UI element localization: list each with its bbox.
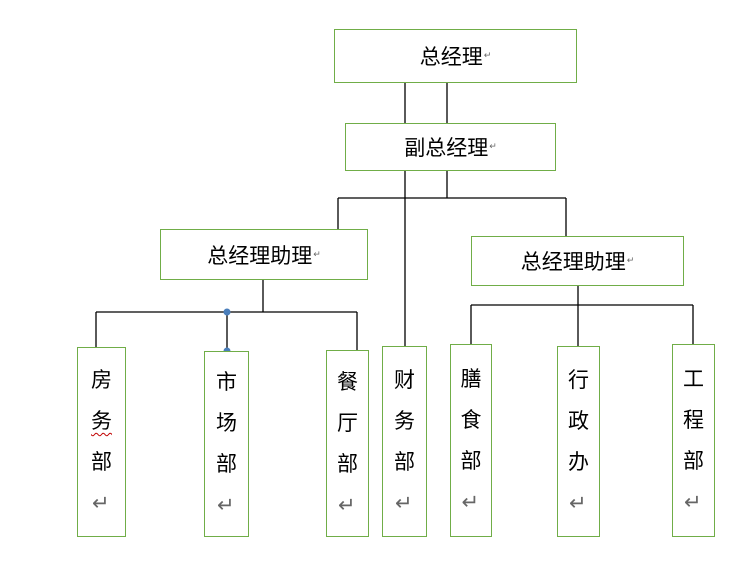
assistant-right-label: 总经理助理 — [520, 250, 626, 274]
node-dept-finance[interactable]: 财 务 部↵ — [382, 346, 427, 537]
dept-char: 厅 — [337, 410, 358, 435]
node-general-manager[interactable]: 总经理↵ — [334, 29, 577, 83]
node-dept-engineering[interactable]: 工 程 部↵ — [672, 344, 715, 537]
deputy-general-manager-label: 副总经理 — [404, 136, 489, 160]
dept-char-last: 部↵ — [394, 442, 415, 524]
node-assistant-left[interactable]: 总经理助理↵ — [160, 229, 368, 280]
node-dept-rooms[interactable]: 房 务 部↵ — [77, 347, 126, 537]
dept-char-last: 部↵ — [91, 442, 112, 524]
assistant-left-label: 总经理助理 — [207, 243, 313, 268]
dept-char: 工 — [683, 366, 704, 391]
paragraph-mark: ↵ — [217, 493, 235, 517]
dept-char: 食 — [460, 407, 482, 432]
node-dept-administration[interactable]: 行 政 办↵ — [557, 346, 600, 537]
dept-char: 政 — [568, 408, 589, 433]
dept-char-last: 部↵ — [337, 444, 358, 526]
node-deputy-general-manager[interactable]: 副总经理↵ — [345, 123, 556, 171]
paragraph-mark: ↵ — [684, 489, 702, 514]
dept-char: 房 — [91, 368, 112, 392]
dept-char: 餐 — [337, 369, 358, 394]
node-dept-marketing[interactable]: 市 场 部↵ — [204, 351, 249, 537]
paragraph-mark: ↵ — [489, 142, 497, 152]
paragraph-mark: ↵ — [92, 491, 110, 515]
dept-char: 行 — [568, 367, 589, 392]
dept-char: 程 — [683, 407, 704, 432]
dept-char: 膳 — [460, 366, 482, 391]
selection-handle-top[interactable] — [223, 308, 231, 316]
dept-char: 务 — [394, 408, 415, 433]
paragraph-mark: ↵ — [569, 490, 587, 515]
paragraph-mark: ↵ — [338, 492, 356, 517]
dept-char-last: 部↵ — [461, 441, 482, 523]
dept-char: 务 — [91, 409, 112, 433]
dept-char: 财 — [394, 367, 415, 392]
node-dept-catering[interactable]: 膳 食 部↵ — [450, 344, 492, 537]
dept-char-last: 办↵ — [568, 442, 589, 524]
dept-char: 场 — [216, 411, 237, 435]
paragraph-mark: ↵ — [483, 51, 492, 61]
dept-char-last: 部↵ — [216, 444, 237, 526]
general-manager-label: 总经理 — [419, 45, 483, 69]
node-dept-restaurant[interactable]: 餐 厅 部↵ — [326, 350, 369, 537]
paragraph-mark: ↵ — [313, 249, 321, 260]
node-assistant-right[interactable]: 总经理助理↵ — [471, 236, 684, 286]
paragraph-mark: ↵ — [626, 256, 635, 266]
paragraph-mark: ↵ — [461, 489, 480, 514]
dept-char: 市 — [216, 370, 237, 394]
paragraph-mark: ↵ — [395, 490, 413, 515]
dept-char-last: 部↵ — [683, 441, 704, 523]
